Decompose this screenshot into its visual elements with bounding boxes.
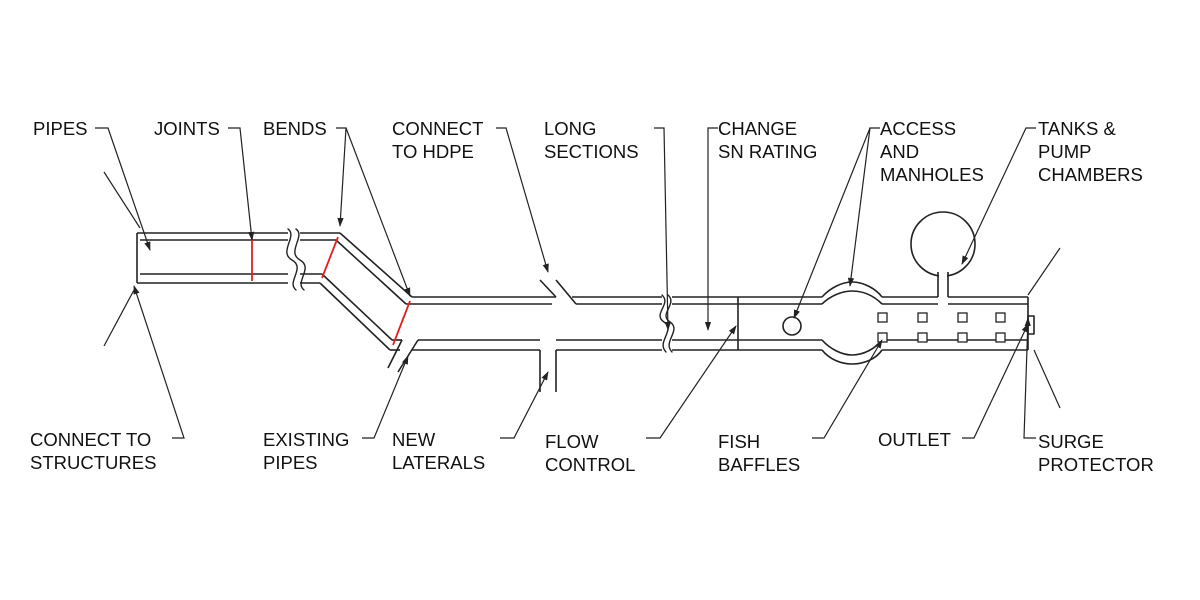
pipe-body [136,211,1035,392]
label-connect-structures: CONNECT TO STRUCTURES [30,429,156,473]
label-bends: BENDS [263,118,327,139]
label-fish-baffles: FISH BAFFLES [718,431,800,475]
label-long-sections: LONG SECTIONS [544,118,639,162]
label-tanks-pump-chambers: TANKS & PUMP CHAMBERS [1038,118,1143,185]
leader-lines [95,127,1061,439]
label-change-sn-rating: CHANGE SN RATING [718,118,817,162]
label-connect-hdpe: CONNECT TO HDPE [392,118,488,162]
label-new-laterals: NEW LATERALS [392,429,485,473]
label-joints: JOINTS [154,118,220,139]
label-access-manholes: ACCESS AND MANHOLES [880,118,984,185]
label-flow-control: FLOW CONTROL [545,431,635,475]
label-surge-protector: SURGE PROTECTOR [1038,431,1154,475]
label-outlet: OUTLET [878,429,951,450]
labels: PIPES JOINTS BENDS CONNECT TO HDPE LONG … [30,118,1154,475]
label-pipes: PIPES [33,118,88,139]
label-existing-pipes: EXISTING PIPES [263,429,355,473]
joint-markers [251,235,411,346]
